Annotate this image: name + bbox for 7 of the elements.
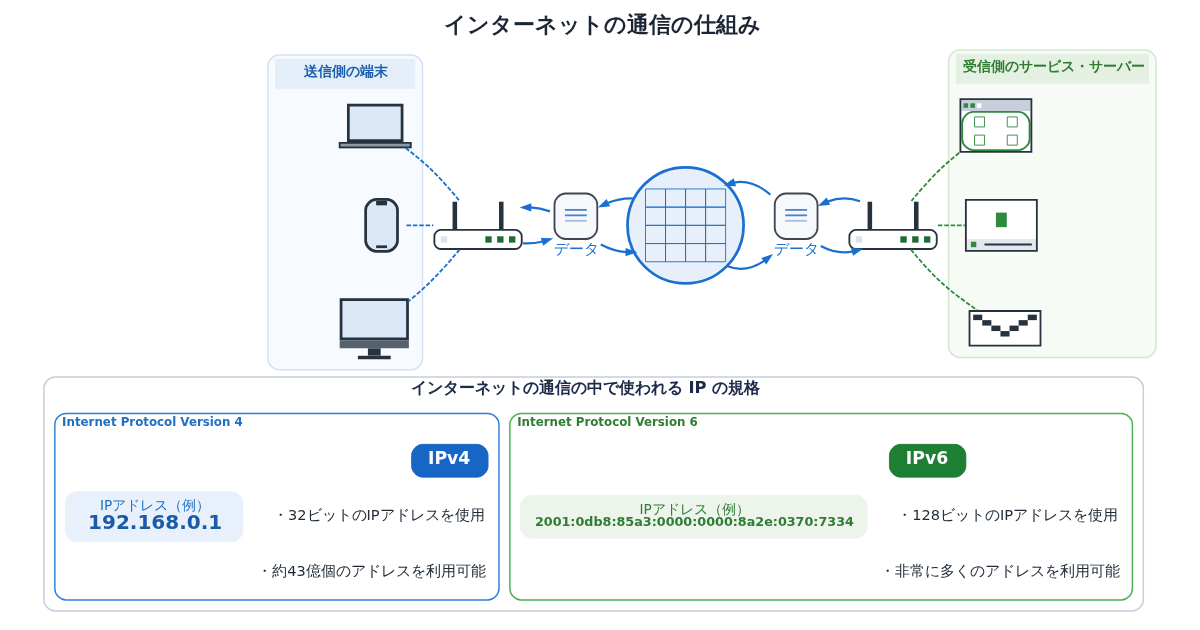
node-label: データ	[773, 240, 819, 258]
label: ・32ビットのIPアドレスを使用	[273, 506, 485, 524]
label: ・非常に多くのアドレスを利用可能	[879, 562, 1120, 580]
label: ・約43億個のアドレスを利用可能	[257, 562, 486, 580]
label: ・128ビットのIPアドレスを使用	[897, 506, 1119, 524]
node-label: データ	[553, 240, 599, 258]
diagram-title: インターネットの通信の仕組み	[443, 12, 761, 38]
